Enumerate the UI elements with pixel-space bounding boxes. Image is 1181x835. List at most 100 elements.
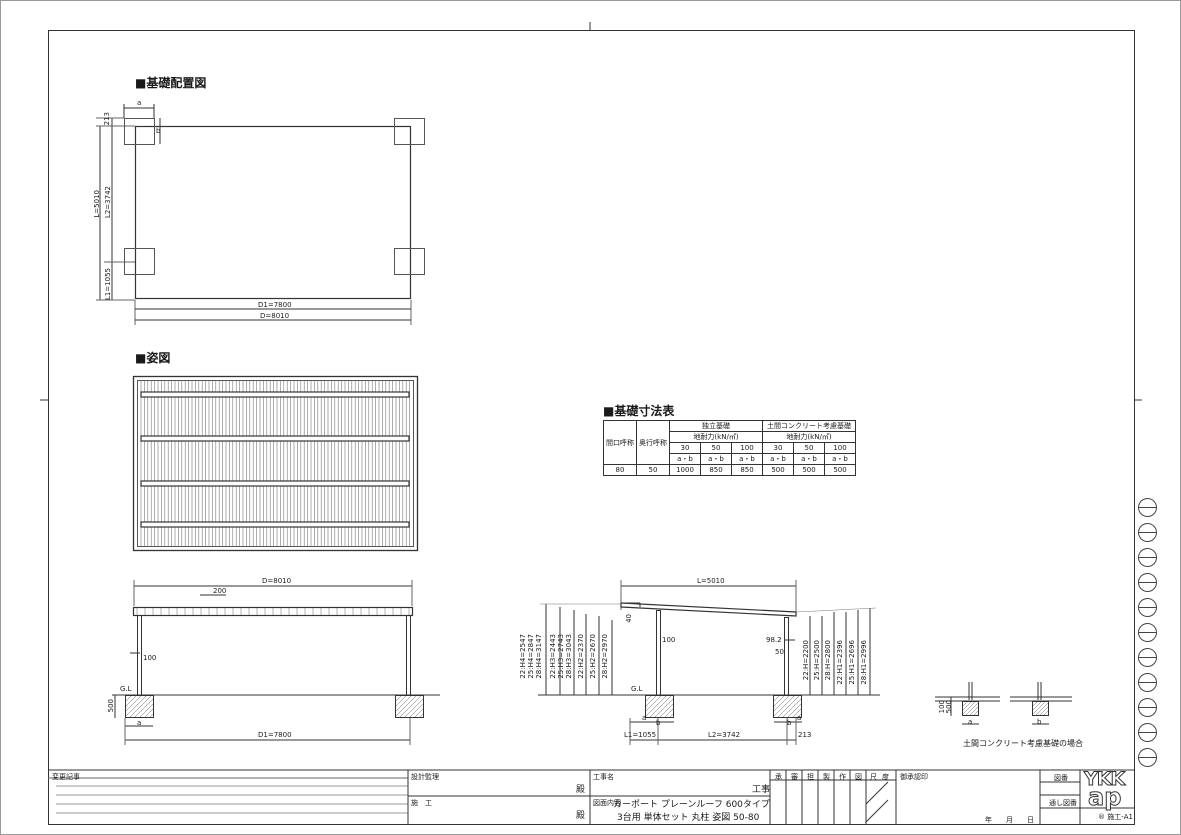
side-dim-98-2: 98.2	[766, 636, 782, 644]
tb-col-label: 度	[882, 773, 889, 781]
tb-col-label: 作	[839, 773, 846, 781]
detail-dim-500: 500	[945, 700, 953, 714]
front-dim-500: 500	[107, 699, 115, 713]
plan-dim-L2: L2=3742	[104, 186, 112, 219]
side-height-right: 22:H1=2396	[836, 640, 844, 685]
table-cell: 850	[700, 464, 732, 476]
bearing-capacity-header: 地耐力(kN/㎡)	[669, 431, 763, 443]
side-height-right: 22:H=2200	[802, 640, 810, 681]
heading-elevation: ■姿図	[135, 351, 171, 365]
ab-label: a・b	[669, 453, 701, 465]
front-dim-200: 200	[213, 587, 227, 595]
change-record-label: 変更記事	[52, 773, 80, 781]
plan-dim-a: a	[137, 99, 142, 107]
ykk-logo-bottom: ap	[1087, 783, 1122, 812]
side-height-left: 28:H4=3147	[535, 634, 543, 679]
title-block-lines	[48, 769, 1135, 825]
ykk-logo-top: YKK	[1083, 768, 1125, 791]
side-dim-b-right: b	[787, 719, 792, 727]
side-dim-a: a	[642, 714, 647, 722]
project-suffix: 工事	[752, 785, 771, 795]
drawing-content-label: 図面内容	[593, 799, 621, 807]
plan-dim-L: L=5010	[93, 190, 101, 218]
heading-foundation-layout: ■基礎配置図	[135, 76, 207, 90]
plan-dim-213: 213	[103, 112, 111, 126]
side-height-left: 22:H3=2443	[549, 634, 557, 679]
revision-ring	[1138, 623, 1157, 642]
detail-dim-a: a	[968, 718, 973, 726]
revision-ring	[1138, 598, 1157, 617]
foundation-plan	[96, 104, 425, 325]
honorific-design: 殿	[576, 785, 586, 795]
roof-plan	[132, 375, 419, 552]
load-value: 30	[762, 442, 794, 454]
independent-foundation-header: 独立基礎	[669, 420, 763, 432]
revision-ring	[1138, 523, 1157, 542]
side-height-left: 28:H2=2970	[601, 634, 609, 679]
project-name-label: 工事名	[593, 773, 614, 781]
load-value: 30	[669, 442, 701, 454]
side-height-right: 25:H=2500	[813, 640, 821, 681]
side-height-right: 28:H1=2996	[860, 640, 868, 685]
detail-caption: 土間コンクリート考慮基礎の場合	[963, 739, 1083, 748]
design-supervision-label: 設計監理	[411, 773, 439, 781]
revision-ring	[1138, 548, 1157, 567]
sheet-code: ® 施工-A1	[1098, 813, 1133, 821]
side-height-left: 22:H4=2547	[519, 634, 527, 679]
approval-date: 年 月 日	[985, 816, 1034, 824]
side-dim-40: 40	[625, 614, 633, 623]
side-dim-L1: L1=1055	[624, 731, 657, 739]
table-cell: 500	[824, 464, 856, 476]
side-height-left: 25:H2=2670	[589, 634, 597, 679]
plan-dim-b: b	[156, 127, 161, 135]
revision-ring	[1138, 723, 1157, 742]
side-height-left: 28:H3=3043	[565, 634, 573, 679]
side-height-right: 25:H1=2696	[848, 640, 856, 685]
table-row: 80 50 1000 850 850 500 500 500	[603, 464, 856, 476]
load-value: 50	[700, 442, 732, 454]
table-cell: 500	[762, 464, 794, 476]
tb-col-label: 図	[855, 773, 862, 781]
load-value: 100	[824, 442, 856, 454]
bearing-capacity-header: 地耐力(kN/㎡)	[762, 431, 856, 443]
load-value: 50	[793, 442, 825, 454]
heading-dimension-table: ■基礎寸法表	[603, 404, 675, 418]
side-dim-L: L=5010	[697, 577, 725, 585]
col-depth-header: 奥行呼称	[636, 420, 670, 465]
side-dim-100: 100	[662, 636, 676, 644]
drawing-number-label: 図番	[1054, 774, 1068, 782]
tb-col-label: 承	[775, 773, 782, 781]
table-cell: 1000	[669, 464, 701, 476]
side-height-left: 22:H2=2370	[577, 634, 585, 679]
drawing-content-line2: 3台用 単体セット 丸柱 姿図 50-80	[617, 813, 760, 823]
tb-col-label: 製	[823, 773, 830, 781]
ab-label: a・b	[700, 453, 732, 465]
drawing-frame	[48, 30, 1135, 825]
side-height-right: 28:H=2800	[824, 640, 832, 681]
ab-label: a・b	[731, 453, 763, 465]
front-elevation	[112, 580, 440, 745]
revision-ring	[1138, 573, 1157, 592]
foundation-dimension-table: 間口呼称 奥行呼称 独立基礎 土間コンクリート考慮基礎 地耐力(kN/㎡) 地耐…	[603, 420, 856, 476]
revision-ring	[1138, 673, 1157, 692]
tb-col-label: 審	[791, 773, 798, 781]
approval-seal-label: 御承認印	[900, 773, 928, 781]
side-gl-label: G.L	[631, 685, 643, 693]
plan-dim-D1: D1=7800	[258, 301, 292, 309]
slab-foundation-header: 土間コンクリート考慮基礎	[762, 420, 856, 432]
revision-ring	[1138, 698, 1157, 717]
front-gl-label: G.L	[120, 685, 132, 693]
side-dim-213: 213	[798, 731, 812, 739]
col-opening-header: 間口呼称	[603, 420, 637, 465]
honorific-builder: 殿	[576, 811, 586, 821]
tb-col-label: 尺	[870, 773, 877, 781]
builder-label: 施 工	[411, 799, 432, 807]
front-dim-a: a	[137, 719, 142, 727]
table-cell: 850	[731, 464, 763, 476]
table-cell: 50	[636, 464, 670, 476]
drawing-content-line1: カーポート プレーンルーフ 600タイプ	[613, 800, 770, 810]
side-dim-50: 50	[775, 648, 784, 656]
side-dim-a-right: a	[797, 714, 802, 722]
